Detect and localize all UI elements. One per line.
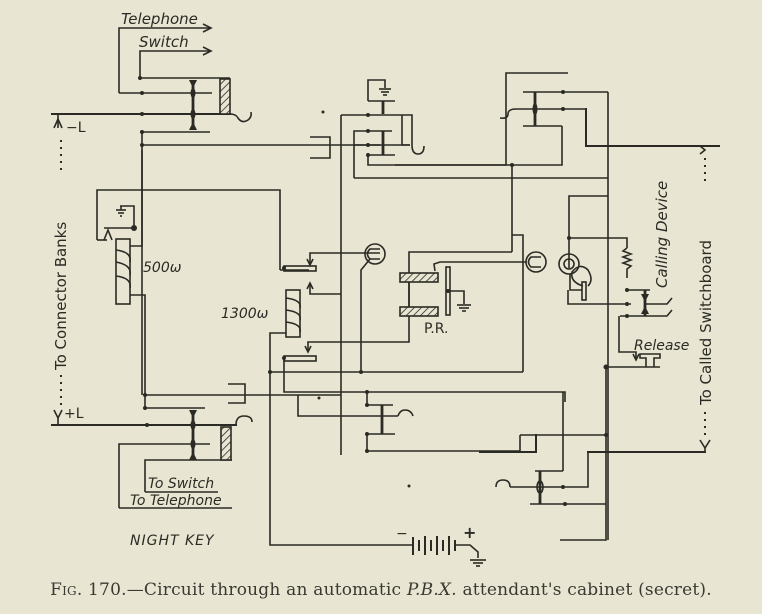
- lamp-1: [360, 243, 386, 372]
- night-key-lower: [51, 395, 253, 509]
- key-bottom-right: [495, 392, 606, 506]
- relay-1300-coil: [285, 289, 301, 338]
- to-called-switchboard-label: To Called Switchboard: [697, 240, 715, 406]
- battery-plus-label: +: [463, 523, 476, 542]
- figure-caption: Fig. 170.—Circuit through an automatic P…: [0, 580, 762, 600]
- minus-l-label: −L: [66, 120, 86, 136]
- night-key-handle-lower: [220, 426, 232, 461]
- called-switchboard-terminal-bottom: [699, 439, 711, 452]
- key-bottom-center: [297, 392, 521, 453]
- caption-text-2: attendant's cabinet (secret).: [456, 580, 712, 600]
- to-telephone-label: To Telephone: [130, 493, 222, 509]
- telephone-arrow-icon: [202, 23, 213, 33]
- pr-relay: [399, 251, 512, 320]
- key-top-center: [341, 72, 578, 179]
- calling-device: [558, 195, 673, 318]
- caption-prefix: Fig. 170.: [50, 580, 127, 600]
- resistor-icon: [620, 247, 634, 278]
- lamp-icon: [364, 243, 386, 265]
- release-key: [603, 316, 661, 370]
- key-top-right: [499, 90, 720, 540]
- pr-core-top: [399, 272, 439, 283]
- calling-device-label: Calling Device: [653, 181, 671, 288]
- minus-l-terminal: [53, 114, 63, 129]
- night-key-upper: [51, 23, 330, 395]
- pr-label: P.R.: [424, 321, 448, 337]
- relay-500-ohm: [96, 150, 281, 395]
- relay-1300-ohm: [268, 252, 390, 546]
- relay-armature-lower: [270, 234, 566, 402]
- pr-core-bottom: [399, 306, 439, 317]
- resistance-1300-label: 1300ω: [221, 306, 269, 322]
- telephone-lead: [118, 27, 210, 93]
- jack-upper: [310, 115, 380, 455]
- release-label: Release: [634, 338, 689, 354]
- switch-label: Switch: [139, 33, 189, 51]
- caption-italic: P.B.X.: [406, 580, 457, 600]
- caption-text-1: —Circuit through an automatic: [126, 580, 407, 600]
- jack-lower: [143, 383, 341, 404]
- resistance-500-label: 500ω: [143, 260, 182, 276]
- plus-l-label: +L: [64, 406, 84, 422]
- night-key-handle-upper: [219, 78, 231, 115]
- to-switch-label: To Switch: [148, 476, 214, 492]
- night-key-label: NIGHT KEY: [130, 533, 215, 549]
- switch-arrow-icon: [202, 46, 213, 56]
- switch-lead: [139, 50, 210, 78]
- battery: [390, 536, 486, 567]
- called-switchboard-terminal-top: [699, 145, 707, 155]
- to-connector-banks-label: To Connector Banks: [52, 222, 70, 371]
- telephone-label: Telephone: [121, 10, 198, 28]
- relay-500-coil: [115, 238, 131, 305]
- lamp-2: [500, 235, 547, 273]
- plus-l-terminal: [53, 409, 63, 425]
- battery-minus-label: −: [396, 526, 408, 542]
